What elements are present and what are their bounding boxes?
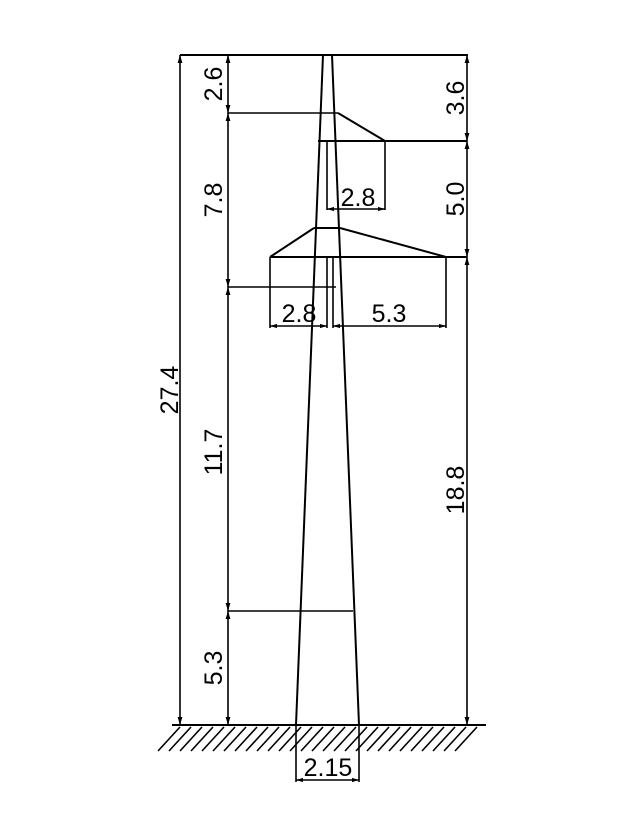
- label-left-seg-1: 2.6: [200, 67, 228, 102]
- base-dimension: [295, 725, 360, 783]
- upper-crossarm: [318, 112, 467, 212]
- hatch-line: [245, 726, 269, 752]
- hatch-line: [421, 726, 445, 752]
- label-upper-arm: 2.8: [341, 184, 376, 212]
- label-lower-arm-left: 2.8: [282, 300, 317, 328]
- hatch-line: [168, 726, 192, 752]
- label-left-seg-3: 11.7: [200, 429, 228, 476]
- hatch-line: [410, 726, 434, 752]
- hatch-line: [223, 726, 247, 752]
- label-lower-arm-right: 5.3: [372, 300, 407, 328]
- label-total-height: 27.4: [156, 366, 184, 415]
- lower-crossarm: [269, 227, 467, 329]
- hatch-line: [267, 726, 291, 752]
- hatch-line: [256, 726, 280, 752]
- label-left-seg-2: 7.8: [200, 183, 228, 218]
- hatch-line: [289, 726, 313, 752]
- hatch-line: [344, 726, 368, 752]
- hatch-line: [388, 726, 412, 752]
- hatch-line: [454, 726, 478, 752]
- reference-lines: [172, 54, 486, 726]
- label-left-seg-4: 5.3: [200, 651, 228, 686]
- hatch-line: [443, 726, 467, 752]
- hatch-line: [179, 726, 203, 752]
- hatch-line: [377, 726, 401, 752]
- hatch-line: [212, 726, 236, 752]
- tower-left-leg: [295, 54, 324, 726]
- tower-right-leg: [331, 54, 360, 726]
- label-base-width: 2.15: [304, 754, 353, 782]
- hatch-line: [157, 726, 181, 752]
- label-right-seg-1: 3.6: [442, 81, 470, 116]
- hatch-line: [322, 726, 346, 752]
- tower-body: [295, 54, 360, 726]
- hatch-line: [278, 726, 302, 752]
- label-right-seg-2: 5.0: [442, 182, 470, 217]
- hatch-line: [432, 726, 456, 752]
- hatch-line: [234, 726, 258, 752]
- ground-hatching: [157, 726, 478, 752]
- label-right-seg-3: 18.8: [442, 466, 470, 515]
- hatch-line: [333, 726, 357, 752]
- hatch-line: [190, 726, 214, 752]
- hatch-line: [201, 726, 225, 752]
- hatch-line: [366, 726, 390, 752]
- hatch-line: [311, 726, 335, 752]
- left-dimensions: [177, 55, 231, 725]
- hatch-line: [300, 726, 324, 752]
- hatch-line: [399, 726, 423, 752]
